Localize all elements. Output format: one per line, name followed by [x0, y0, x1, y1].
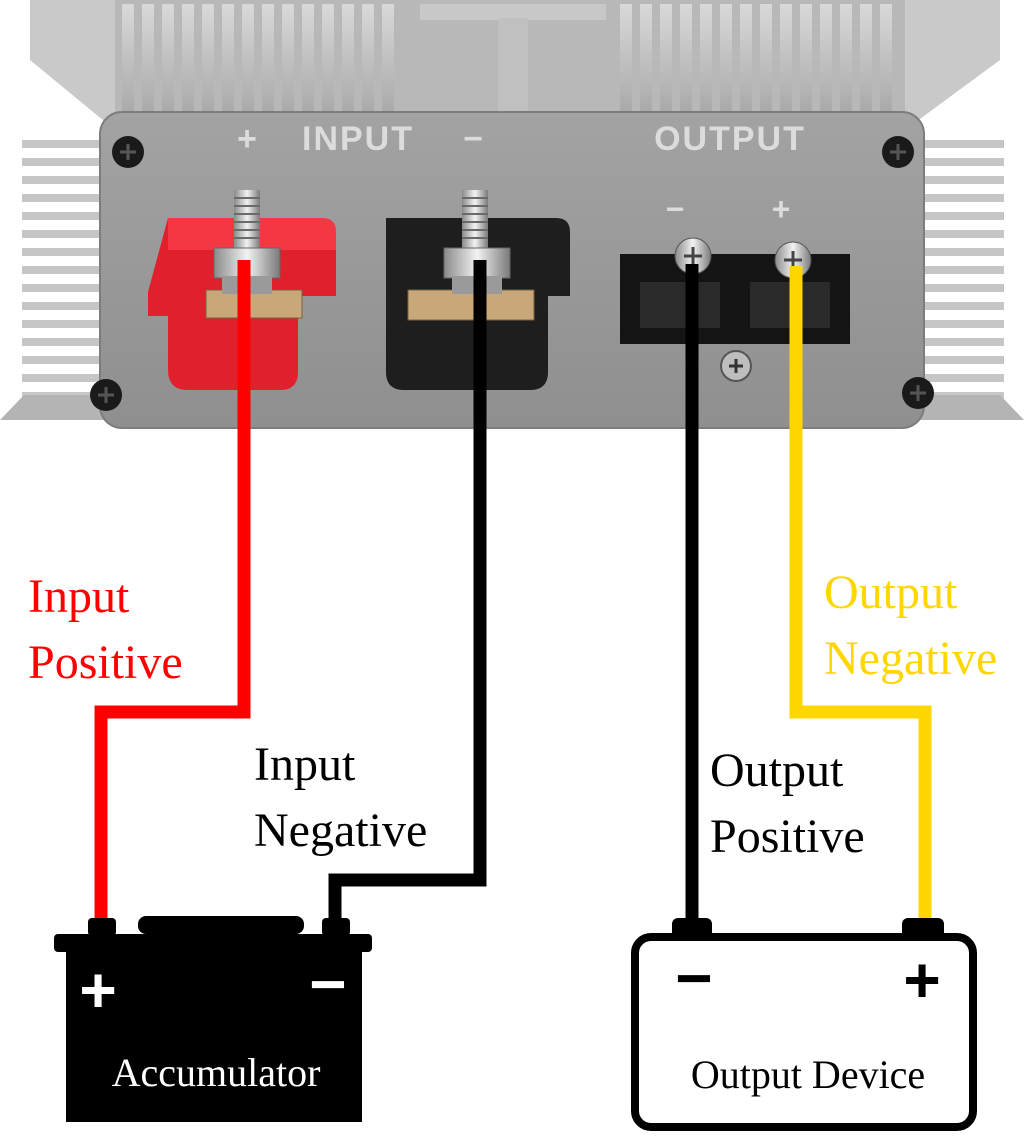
screw-icon — [112, 136, 144, 168]
heatsink-top-fins — [122, 4, 892, 114]
heatsink-fin — [142, 4, 154, 114]
dc-converter: + INPUT − OUTPUT − + — [0, 0, 1024, 429]
heatsink-side-fin — [924, 248, 1004, 256]
input-positive-wire — [94, 260, 251, 930]
input-label: INPUT — [302, 120, 414, 158]
heatsink-side-fin — [22, 140, 100, 148]
heatsink-fin — [222, 4, 234, 114]
output-negative-label-line1: Output — [824, 566, 958, 619]
heatsink-side-fin — [924, 230, 1004, 238]
heatsink-fin — [202, 4, 214, 114]
heatsink-fin — [182, 4, 194, 114]
output-device-minus-icon: − — [675, 942, 712, 1014]
center-bracket — [420, 4, 606, 20]
heatsink-side-fin — [22, 374, 100, 382]
heatsink-side-fin — [22, 302, 100, 310]
heatsink-fin — [820, 4, 832, 114]
heatsink-side-fin — [22, 320, 100, 328]
wires — [94, 260, 932, 935]
input-plus-label: + — [237, 120, 259, 158]
output-positive-label-line2: Positive — [710, 810, 865, 863]
heatsink-fin — [242, 4, 254, 114]
heatsink-fin — [322, 4, 334, 114]
heatsink-side-fin — [22, 230, 100, 238]
heatsink-side-fin — [22, 266, 100, 274]
output-negative-label-line2: Negative — [824, 632, 997, 685]
output-device-plus-icon: + — [903, 944, 940, 1016]
output-minus-label: − — [666, 191, 687, 227]
heatsink-fin — [680, 4, 692, 114]
heatsink-side-fin — [924, 212, 1004, 220]
heatsink-fin — [282, 4, 294, 114]
screw-icon — [902, 377, 934, 409]
wire-labels: Input Positive Input Negative Output Pos… — [28, 566, 997, 863]
heatsink-side-fin — [924, 158, 1004, 166]
output-device: − + Output Device — [631, 918, 977, 1131]
output-positive-label-line1: Output — [710, 744, 844, 797]
accumulator-minus-icon: − — [309, 948, 346, 1020]
heatsink-side-fin — [22, 176, 100, 184]
center-bracket-stem — [498, 18, 528, 118]
input-positive-label-line1: Input — [28, 570, 130, 623]
heatsink-fin — [880, 4, 892, 114]
heatsink-side-fin — [924, 302, 1004, 310]
heatsink-side-fin — [924, 266, 1004, 274]
heatsink-side-fin — [924, 320, 1004, 328]
left-rail — [30, 0, 115, 130]
accumulator-name: Accumulator — [112, 1050, 321, 1095]
output-plus-label: + — [772, 191, 793, 227]
heatsink-fin — [162, 4, 174, 114]
right-rail — [905, 0, 1000, 130]
accumulator-plus-icon: + — [79, 954, 116, 1026]
heatsink-side-fin — [22, 284, 100, 292]
heatsink-fin — [362, 4, 374, 114]
heatsink-fin — [860, 4, 872, 114]
input-positive-label-line2: Positive — [28, 636, 183, 689]
screw-icon — [882, 136, 914, 168]
heatsink-fin — [740, 4, 752, 114]
heatsink-fin — [302, 4, 314, 114]
heatsink-side-fin — [22, 212, 100, 220]
heatsink-side-fin — [924, 374, 1004, 382]
heatsink-side-fin — [22, 194, 100, 202]
heatsink-fin — [840, 4, 852, 114]
screw-icon — [90, 379, 122, 411]
heatsink-fin — [660, 4, 672, 114]
accumulator-battery: + − Accumulator — [54, 916, 372, 1122]
heatsink-side-fin — [22, 158, 100, 166]
heatsink-fin — [780, 4, 792, 114]
output-label: OUTPUT — [654, 120, 806, 158]
heatsink-side-fin — [924, 140, 1004, 148]
heatsink-fin — [720, 4, 732, 114]
output-terminal-block — [620, 237, 850, 344]
heatsink-fin — [262, 4, 274, 114]
heatsink-fin — [122, 4, 134, 114]
accumulator-body — [66, 952, 362, 1122]
heatsink-fin — [382, 4, 394, 114]
input-negative-label-line1: Input — [254, 738, 356, 791]
output-negative-wire — [789, 266, 932, 930]
screw-icon — [720, 350, 752, 382]
heatsink-side-fin — [924, 194, 1004, 202]
heatsink-side-fin — [924, 284, 1004, 292]
heatsink-fin — [342, 4, 354, 114]
heatsink-fin — [700, 4, 712, 114]
heatsink-side-fin — [924, 356, 1004, 364]
heatsink-fin — [800, 4, 812, 114]
output-device-body — [631, 933, 977, 1131]
input-negative-wire — [328, 260, 487, 930]
heatsink-fin — [640, 4, 652, 114]
heatsink-side-fin — [924, 176, 1004, 184]
heatsink-side-fin — [22, 356, 100, 364]
heatsink-side-fin — [924, 338, 1004, 346]
heatsink-side-fin — [22, 248, 100, 256]
heatsink-side-fin — [22, 338, 100, 346]
input-minus-label: − — [463, 120, 485, 158]
heatsink-fin — [760, 4, 772, 114]
input-negative-label-line2: Negative — [254, 804, 427, 857]
heatsink-fin — [620, 4, 632, 114]
output-device-name: Output Device — [691, 1052, 925, 1097]
